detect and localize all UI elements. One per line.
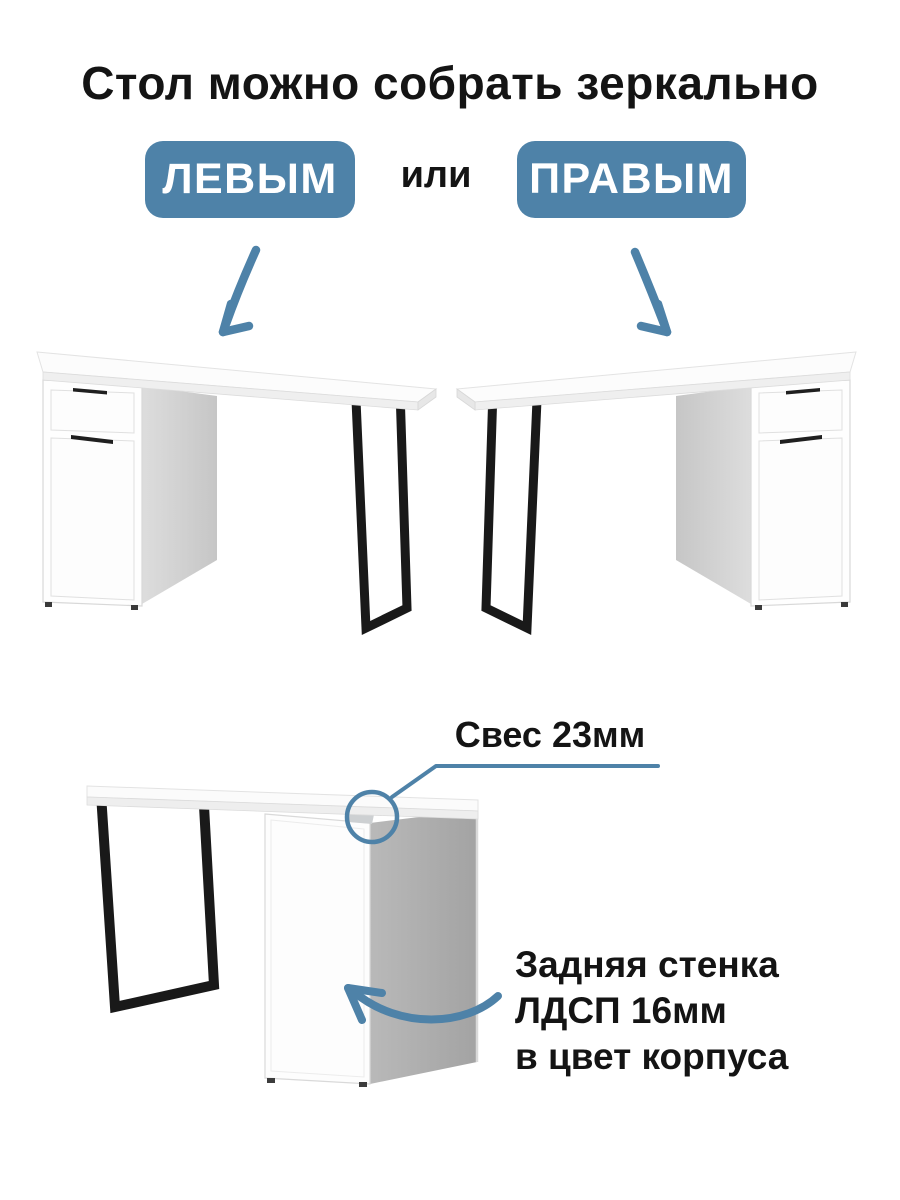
back-panel-note-line: ЛДСП 16мм bbox=[515, 990, 727, 1031]
tabletop bbox=[36, 351, 438, 411]
back-panel bbox=[264, 813, 371, 1085]
desk-left-variant-illustration bbox=[36, 351, 438, 636]
highlight-circle-icon bbox=[344, 789, 400, 845]
or-label: или bbox=[400, 154, 472, 196]
tabletop bbox=[86, 785, 479, 824]
drawer-handle bbox=[73, 388, 107, 395]
back-panel-note: Задняя стенка ЛДСП 16мм в цвет корпуса bbox=[515, 942, 788, 1080]
metal-loop-leg bbox=[351, 389, 412, 636]
overhang-callout-icon bbox=[344, 764, 660, 845]
curved-arrow-icon bbox=[344, 984, 502, 1024]
drawer-front bbox=[50, 389, 135, 434]
door-front bbox=[50, 437, 135, 601]
left-option-badge: ЛЕВЫМ bbox=[145, 141, 355, 218]
back-panel-note-line: Задняя стенка bbox=[515, 944, 779, 985]
pedestal-cabinet bbox=[42, 379, 217, 610]
right-option-label: ПРАВЫМ bbox=[529, 155, 734, 203]
right-option-badge: ПРАВЫМ bbox=[517, 141, 746, 218]
back-panel-note-line: в цвет корпуса bbox=[515, 1036, 789, 1077]
left-option-label: ЛЕВЫМ bbox=[162, 155, 338, 203]
page-title: Стол можно собрать зеркально bbox=[81, 57, 819, 109]
door-handle bbox=[71, 435, 113, 444]
metal-loop-leg bbox=[96, 793, 220, 1014]
arrow-down-right-icon bbox=[630, 247, 672, 337]
option-arrows bbox=[218, 245, 672, 337]
overhang-label: Свес 23мм bbox=[454, 714, 646, 755]
arrow-down-left-icon bbox=[218, 245, 261, 337]
desk-right-variant-illustration bbox=[455, 338, 875, 650]
